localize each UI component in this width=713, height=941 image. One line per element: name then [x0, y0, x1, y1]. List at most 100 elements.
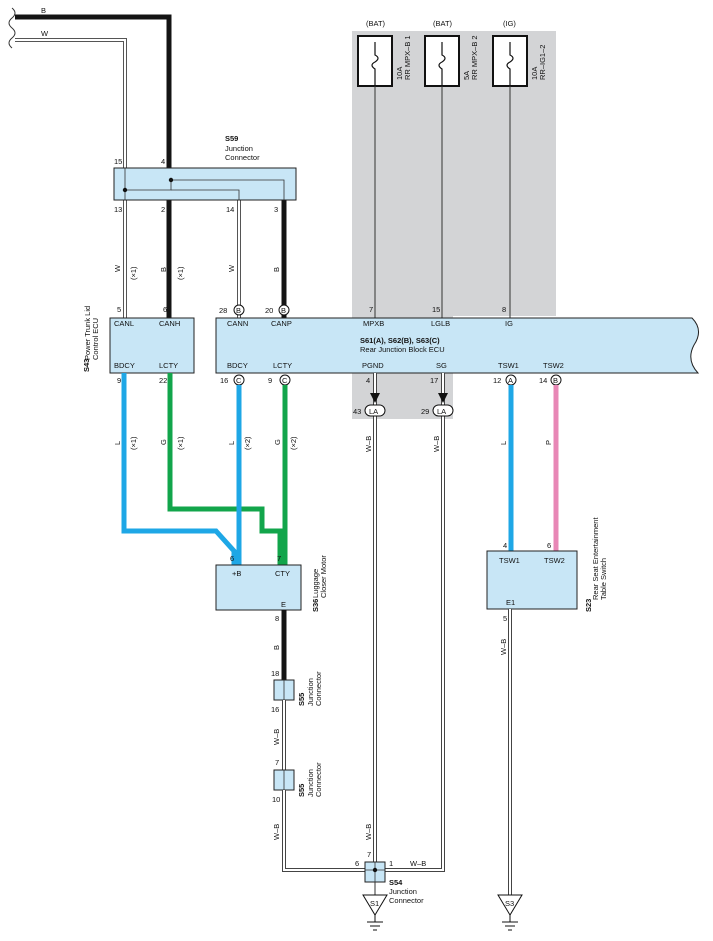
terminal-name: LCTY [159, 361, 178, 370]
pin-number: 5 [503, 614, 507, 623]
s43-desc: Power Trunk Lid [83, 306, 92, 360]
wire-label: L [227, 441, 236, 445]
pin-number: 28 [219, 306, 227, 315]
wire-label: B [272, 267, 281, 272]
s43-desc: Control ECU [91, 318, 100, 360]
pin-number: 6 [355, 859, 359, 868]
wire-label: W [113, 264, 122, 272]
wire-label: W–B [272, 824, 281, 840]
la-connector [432, 404, 454, 417]
s54-desc: Connector [389, 896, 424, 905]
la-connector [364, 404, 386, 417]
wire-label: (×1) [176, 266, 185, 280]
pin-number: 17 [430, 376, 438, 385]
connector-id: C [236, 376, 242, 385]
wire-wb-sg [384, 373, 445, 872]
terminal-name: TSW2 [544, 556, 565, 565]
ground-label: S3 [505, 899, 514, 908]
terminal-name: +B [232, 569, 241, 578]
fuse-name: RR–IG1–2 [538, 45, 547, 80]
pin-number: 5 [117, 305, 121, 314]
pin-number: 9 [117, 376, 121, 385]
pin-number: 12 [493, 376, 501, 385]
s55-junction-connector [273, 679, 295, 701]
wire-label: W–B [432, 436, 441, 452]
s55-desc: Connector [314, 762, 323, 797]
wire-label: (×1) [129, 266, 138, 280]
fuse-supply: (BAT) [366, 19, 386, 28]
pin-number: 2 [161, 205, 165, 214]
s55-code: S55 [297, 784, 306, 797]
wire-label: B [272, 645, 281, 650]
terminal-name: TSW1 [499, 556, 520, 565]
s23-desc: Rear Seat Entertainment [591, 517, 600, 600]
pin-number: 4 [366, 376, 370, 385]
pin-number: 7 [277, 554, 281, 563]
wire-label: (×1) [176, 436, 185, 450]
wire-label: G [159, 439, 168, 445]
terminal-name: LCTY [273, 361, 292, 370]
connector-id: B [281, 306, 286, 315]
s59-desc: Connector [225, 153, 260, 162]
pin-number: 16 [271, 705, 279, 714]
s43-code: S43 [82, 359, 91, 372]
terminal-name: CANH [159, 319, 180, 328]
pin-number: 14 [226, 205, 234, 214]
s55-desc: Junction [306, 678, 315, 706]
terminal-name: E [281, 600, 286, 609]
s36-code: S36 [311, 599, 320, 612]
wire-label: (×2) [243, 436, 252, 450]
arrow-icon [370, 393, 380, 403]
s36-desc: Closer Motor [319, 555, 328, 598]
connector-id: LA [369, 407, 378, 416]
wire-label: (×2) [289, 436, 298, 450]
pin-number: 6 [547, 541, 551, 550]
s23-code: S23 [584, 599, 593, 612]
wire-l-s43-bdcy [121, 373, 237, 565]
ground-s3-icon [497, 894, 523, 931]
s23-desc: Table Switch [599, 558, 608, 600]
terminal-name: BDCY [114, 361, 135, 370]
connector-id: C [282, 376, 288, 385]
s43-power-trunk-lid-ecu [109, 317, 195, 374]
connector-id: B [236, 306, 241, 315]
wire-break-symbol [8, 7, 16, 49]
fuse-name: RR MPX–B 1 [403, 35, 412, 80]
wire-label: (×1) [129, 436, 138, 450]
s36-luggage-closer-motor [215, 564, 302, 611]
ground-label: S1 [370, 899, 379, 908]
wire-g-s43-lcty [167, 373, 283, 565]
terminal-name: LGLB [431, 319, 450, 328]
pin-number: 18 [271, 669, 279, 678]
pin-number: 29 [421, 407, 429, 416]
wire-label: B [159, 267, 168, 272]
s55-desc: Connector [314, 671, 323, 706]
pin-number: 15 [432, 305, 440, 314]
s59-desc: Junction [225, 144, 253, 153]
terminal-name: CTY [275, 569, 290, 578]
terminal-name: TSW2 [543, 361, 564, 370]
pin-number: 7 [367, 850, 371, 859]
wire-label: W–B [499, 639, 508, 655]
pin-number: 3 [274, 205, 278, 214]
pin-number: 1 [389, 859, 393, 868]
pin-number: 14 [539, 376, 547, 385]
arrow-icon [438, 393, 448, 403]
connector-id: LA [437, 407, 446, 416]
wire-label: W–B [364, 436, 373, 452]
pin-number: 8 [275, 614, 279, 623]
pin-number: 22 [159, 376, 167, 385]
ground-s1-icon [362, 882, 388, 931]
fuse-rating: 10A [530, 67, 539, 80]
pin-number: 4 [503, 541, 507, 550]
s23-table-switch [486, 550, 578, 610]
pin-number: 7 [275, 758, 279, 767]
s55-desc: Junction [306, 769, 315, 797]
terminal-name: MPXB [363, 319, 384, 328]
wire-label: W [227, 264, 236, 272]
fuse-rr-mpx-b1 [357, 35, 393, 87]
fuse-rr-mpx-b2 [424, 35, 460, 87]
fuse-supply: (IG) [503, 19, 516, 28]
pin-number: 20 [265, 306, 273, 315]
